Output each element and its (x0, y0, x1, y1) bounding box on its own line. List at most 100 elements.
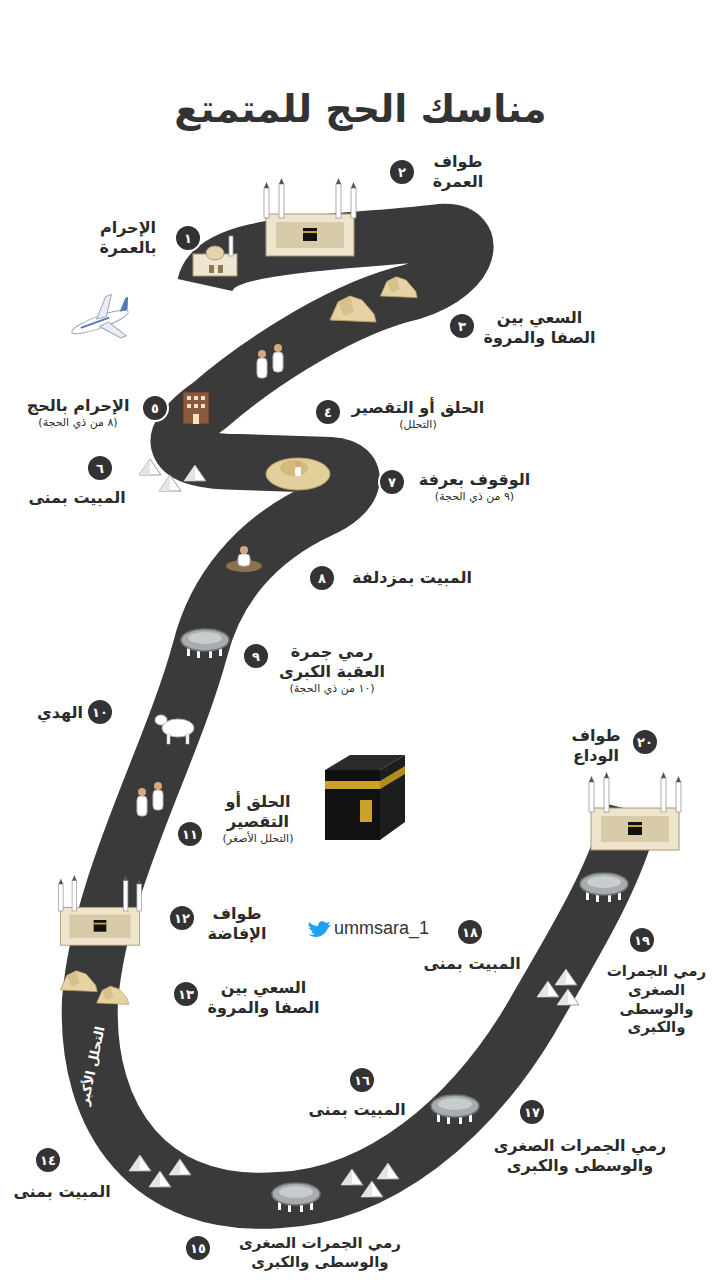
step-circle: ٢٠طواف الوداع (631, 728, 659, 756)
callout-number: ٣ (458, 320, 466, 333)
step-label: المبيت بمنى (422, 954, 522, 974)
step-note: (٩ من ذي الحجة) (412, 490, 537, 504)
muzdalifa-figure (226, 546, 262, 572)
safa-marwa-rock (60, 971, 97, 992)
callout-number: ٦ (96, 462, 104, 475)
step-label: الوقوف بعرفة(٩ من ذي الحجة) (412, 470, 537, 504)
step-label: الإحرام بالعمرة (82, 218, 174, 258)
step-circle: ٧الوقوف بعرفة(٩ من ذي الحجة) (378, 468, 406, 496)
step-note: (التحلل الأصغر) (210, 832, 306, 846)
pilgrim-figure (273, 344, 283, 372)
step-circle: ١٩رمي الجمرات الصغرى والوسطى والكبرى (628, 926, 656, 954)
haram-mosque (589, 772, 681, 850)
step-label: المبيت بمنى (22, 488, 132, 508)
callout-number: ١٥ (190, 1242, 206, 1255)
step-title: المبيت بمزدلفة (342, 568, 482, 588)
step-title: المبيت بمنى (12, 1182, 112, 1202)
callout-number: ٧ (388, 476, 396, 489)
step-circle: ١١الحلق أو التقصير(التحلل الأصغر) (176, 820, 204, 848)
step-title: طواف الوداع (562, 726, 630, 766)
step-circle: ٤الحلق أو التقصير(التحلل) (314, 398, 342, 426)
jamarat (431, 1095, 479, 1124)
callout-number: ٤ (324, 406, 332, 419)
callout-number: ٥ (151, 402, 159, 415)
callout-number: ٨ (318, 572, 326, 585)
tent (149, 1171, 171, 1187)
callout-number: ١٠ (92, 706, 108, 719)
step-label: الحلق أو التقصير(التحلل الأصغر) (210, 792, 306, 846)
callout-number: ١٩ (634, 934, 650, 947)
step-label: المبيت بمزدلفة (342, 568, 482, 588)
step-title: الهدي (32, 703, 88, 723)
step-title: رمي جمرة العقبة الكبرى (276, 642, 388, 682)
pilgrim-figure (137, 788, 147, 816)
pilgrim-figure (153, 782, 163, 810)
arafat-mountain (266, 458, 330, 490)
step-circle: ١٤المبيت بمنى (34, 1146, 62, 1174)
step-label: طواف العمرة (422, 152, 494, 192)
step-title: رمي الجمرات الصغرى والوسطى والكبرى (598, 962, 715, 1037)
step-circle: ١٨المبيت بمنى (456, 918, 484, 946)
step-title: رمي الجمرات الصغرى والوسطى والكبرى (480, 1136, 680, 1176)
kaaba (325, 755, 405, 840)
callout-number: ١٤ (40, 1154, 56, 1167)
step-title: السعي بين الصفا والمروة (482, 308, 597, 348)
step-circle: ٨المبيت بمزدلفة (308, 564, 336, 592)
step-label: رمي جمرة العقبة الكبرى(١٠ من ذي الحجة) (276, 642, 388, 696)
step-label: الهدي (32, 703, 88, 723)
tent (557, 989, 579, 1005)
step-title: طواف الإفاضة (202, 904, 272, 944)
tent (184, 465, 206, 481)
step-circle: ١٥رمي الجمرات الصغرى والوسطى والكبرى (184, 1234, 212, 1262)
step-title: طواف العمرة (422, 152, 494, 192)
step-label: السعي بين الصفا والمروة (206, 978, 321, 1018)
step-circle: ١٢طواف الإفاضة (168, 904, 196, 932)
callout-number: ١٦ (354, 1074, 370, 1087)
callout-number: ١٧ (524, 1106, 540, 1119)
callout-number: ١٢ (174, 912, 190, 925)
step-label: رمي الجمرات الصغرى والوسطى والكبرى (220, 1234, 420, 1272)
step-title: الحلق أو التقصير (210, 792, 306, 832)
step-circle: ٥الإحرام بالحج(٨ من ذي الحجة) (141, 394, 169, 422)
step-label: الحلق أو التقصير(التحلل) (348, 398, 488, 432)
callout-number: ١٣ (178, 988, 194, 1001)
step-title: الإحرام بالعمرة (82, 218, 174, 258)
jamarat (580, 873, 628, 902)
jamarat (181, 629, 229, 658)
step-circle: ٢طواف العمرة (388, 158, 416, 186)
step-circle: ١الإحرام بالعمرة (174, 224, 202, 252)
pilgrim-figure (257, 350, 267, 378)
haram-mosque (264, 178, 356, 256)
watermark: ummsara_1 (334, 918, 429, 940)
step-title: رمي الجمرات الصغرى والوسطى والكبرى (220, 1234, 420, 1272)
safa-marwa-rock (330, 296, 376, 322)
step-label: رمي الجمرات الصغرى والوسطى والكبرى (480, 1136, 680, 1176)
step-label: المبيت بمنى (12, 1182, 112, 1202)
tent (159, 475, 181, 491)
step-title: المبيت بمنى (422, 954, 522, 974)
callout-number: ٢٠ (637, 736, 653, 749)
step-circle: ١٦المبيت بمنى (348, 1066, 376, 1094)
step-circle: ١٠الهدي (86, 698, 114, 726)
step-label: الإحرام بالحج(٨ من ذي الحجة) (12, 396, 144, 430)
step-title: الإحرام بالحج (12, 396, 144, 416)
step-title: السعي بين الصفا والمروة (206, 978, 321, 1018)
step-title: الحلق أو التقصير (348, 398, 488, 418)
callout-number: ٢ (398, 166, 406, 179)
tent (341, 1169, 363, 1185)
step-label: طواف الوداع (562, 726, 630, 766)
hotel-building (183, 392, 209, 424)
step-note: (التحلل) (348, 418, 488, 432)
callout-number: ١١ (182, 828, 198, 841)
step-note: (١٠ من ذي الحجة) (276, 682, 388, 696)
step-label: طواف الإفاضة (202, 904, 272, 944)
step-note: (٨ من ذي الحجة) (12, 416, 144, 430)
step-circle: ١٣السعي بين الصفا والمروة (172, 980, 200, 1008)
safa-marwa-rock (97, 986, 129, 1004)
step-label: رمي الجمرات الصغرى والوسطى والكبرى (598, 962, 715, 1037)
sacrifice-animal (155, 715, 194, 744)
callout-number: ١٨ (462, 926, 478, 939)
road (90, 232, 632, 1201)
step-title: المبيت بمنى (22, 488, 132, 508)
